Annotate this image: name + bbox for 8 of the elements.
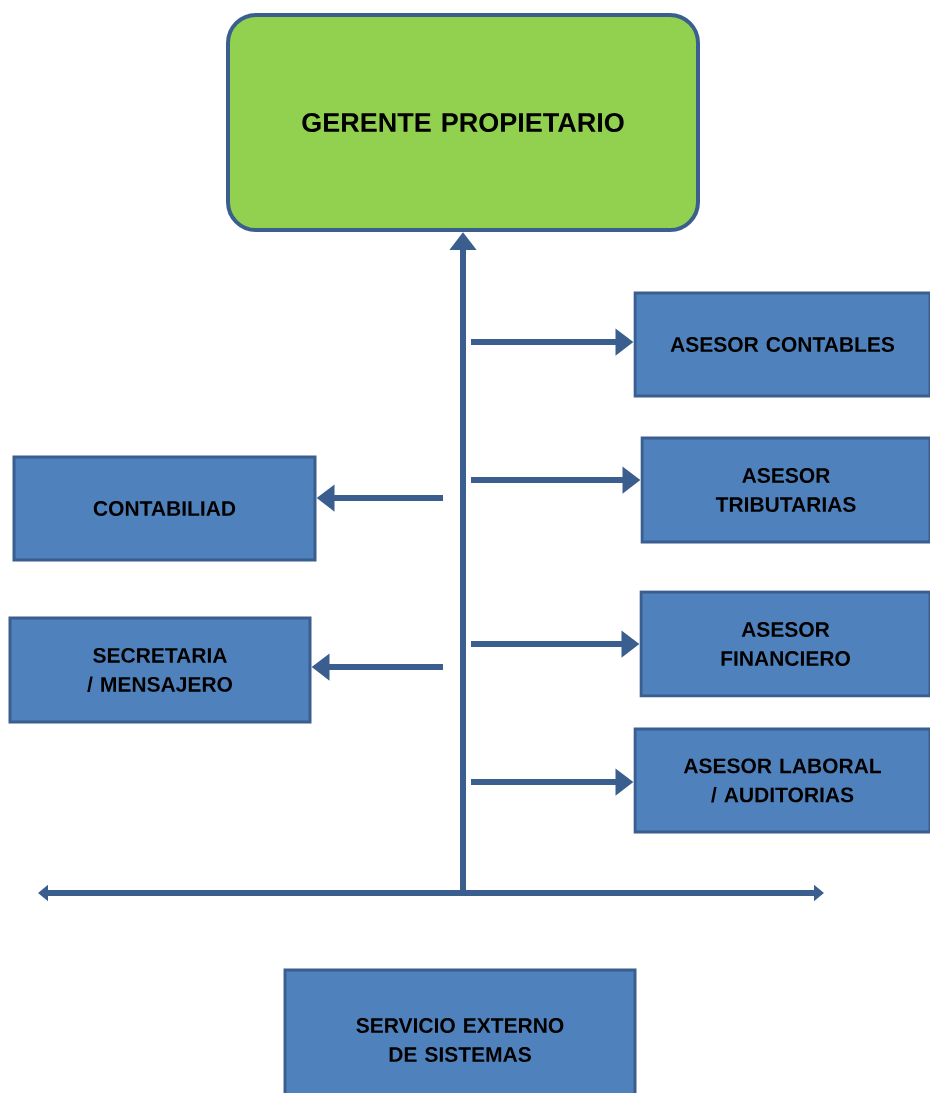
department-box: ASESOR LABORAL / AUDITORIAS bbox=[633, 727, 930, 834]
department-box: ASESOR TRIBUTARIAS bbox=[640, 436, 930, 544]
department-box: SERVICIO EXTERNO DE SISTEMAS bbox=[283, 968, 637, 1093]
manager-box: GERENTE PROPIETARIO bbox=[226, 13, 700, 232]
department-box: ASESOR FINANCIERO bbox=[639, 590, 930, 698]
department-box: SECRETARIA / MENSAJERO bbox=[8, 616, 312, 724]
department-box: CONTABILIAD bbox=[12, 455, 317, 562]
department-box: ASESOR CONTABLES bbox=[633, 291, 930, 398]
